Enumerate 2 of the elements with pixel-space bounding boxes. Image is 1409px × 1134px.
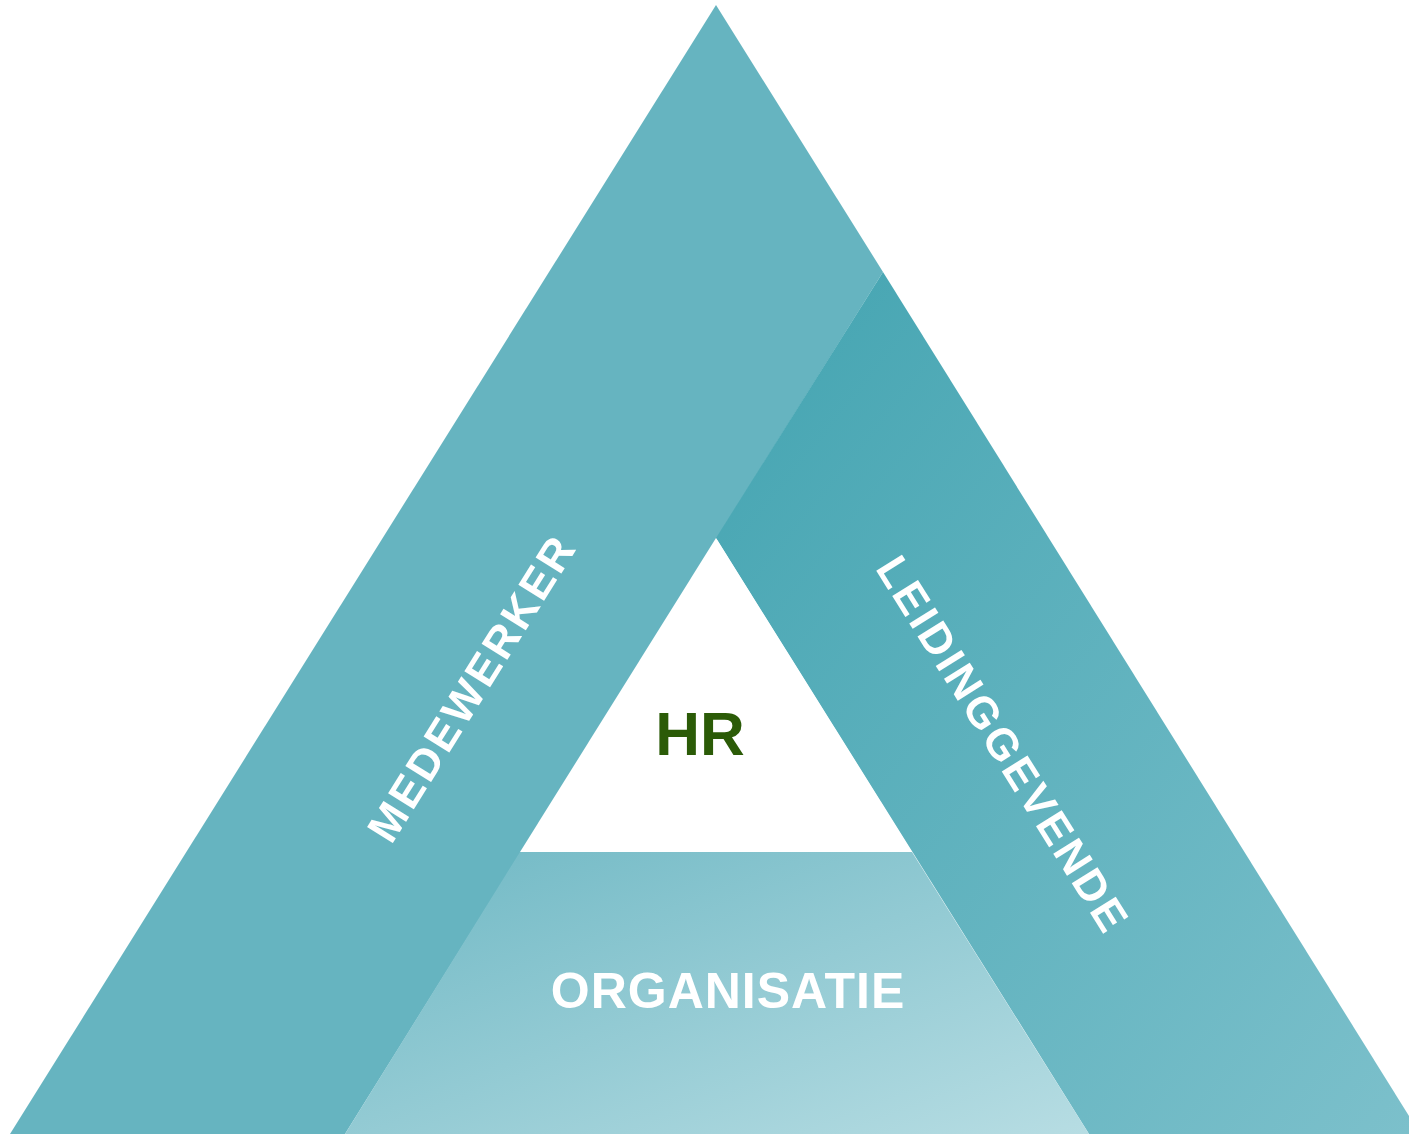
section-label: ORGANISATIE — [550, 966, 906, 1016]
section-label: HR — [655, 703, 745, 765]
